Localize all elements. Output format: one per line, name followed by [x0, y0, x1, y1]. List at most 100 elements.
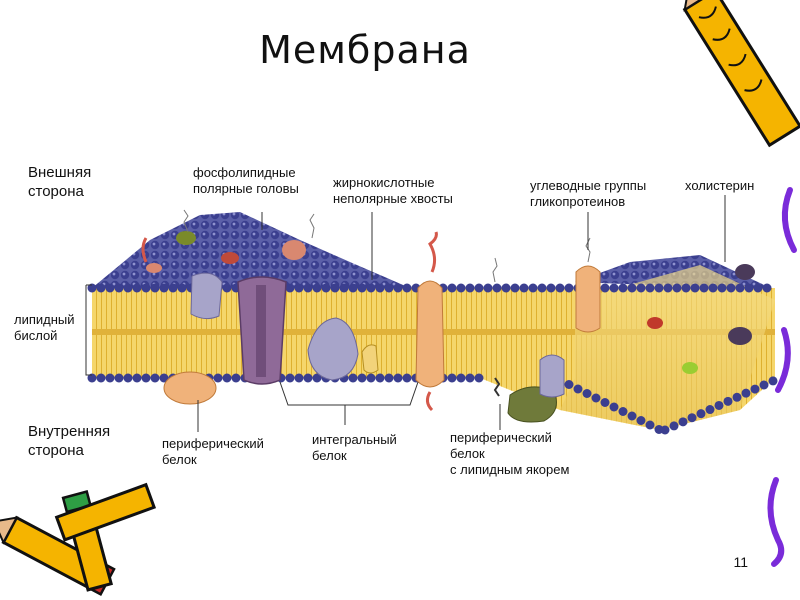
- phospholipid-head: [375, 283, 385, 293]
- phospholipid-head: [285, 283, 295, 293]
- phospholipid-head: [696, 409, 706, 419]
- phospholipid-head: [483, 283, 493, 293]
- decorative-squiggles: [767, 187, 797, 567]
- phospholipid-head: [348, 283, 358, 293]
- phospholipid-head: [726, 283, 736, 293]
- phospholipid-head: [708, 283, 718, 293]
- phospholipid-head: [222, 283, 232, 293]
- phospholipid-head: [591, 393, 601, 403]
- phospholipid-head: [582, 389, 592, 398]
- phospholipid-head: [393, 283, 403, 293]
- phospholipid-head: [222, 373, 232, 383]
- phospholipid-head: [132, 283, 142, 293]
- phospholipid-head: [87, 373, 97, 383]
- phospholipid-head: [123, 373, 133, 383]
- phospholipid-head: [465, 283, 475, 293]
- label-cholesterol: холистерин: [685, 178, 755, 193]
- phospholipid-head: [456, 283, 466, 293]
- page-number: 11: [733, 554, 748, 570]
- phospholipid-head: [321, 283, 331, 293]
- phospholipid-head: [492, 283, 502, 293]
- phospholipid-head: [393, 373, 403, 383]
- phospholipid-head: [618, 283, 628, 293]
- phospholipid-head: [447, 283, 457, 293]
- cholesterol-molecule: [728, 327, 752, 345]
- phospholipid-head: [375, 373, 385, 383]
- phospholipid-head: [384, 283, 394, 293]
- pencils-bottom-left-icon: [0, 482, 157, 597]
- phospholipid-head: [384, 373, 394, 383]
- phospholipid-head: [303, 373, 313, 383]
- phospholipid-head: [114, 373, 124, 383]
- integral-protein-center: [307, 317, 359, 381]
- phospholipid-head: [600, 283, 610, 293]
- phospholipid-head: [123, 283, 133, 293]
- integral-protein-peach: [415, 280, 445, 388]
- phospholipid-head: [312, 283, 322, 293]
- phospholipid-head: [762, 283, 772, 293]
- phospholipid-head: [654, 283, 664, 293]
- phospholipid-head: [678, 417, 688, 427]
- label-carbohydrate-groups: углеводные группы гликопротеинов: [530, 178, 647, 209]
- phospholipid-head: [732, 392, 742, 402]
- phospholipid-head: [744, 283, 754, 293]
- phospholipid-head: [105, 373, 115, 383]
- phospholipid-head: [105, 283, 115, 293]
- phospholipid-head: [663, 283, 673, 293]
- phospholipid-head: [87, 283, 97, 293]
- phospholipid-head: [150, 373, 160, 383]
- phospholipid-head: [636, 416, 646, 425]
- phospholipid-head: [627, 283, 637, 293]
- phospholipid-head: [669, 421, 679, 431]
- phospholipid-head: [687, 413, 697, 423]
- pencil-top-right-icon: [682, 0, 800, 148]
- phospholipid-head: [447, 373, 457, 383]
- phospholipid-head: [705, 405, 715, 415]
- phospholipid-head: [168, 283, 178, 293]
- phospholipid-head: [546, 283, 556, 293]
- phospholipid-head: [465, 373, 475, 383]
- phospholipid-head: [231, 373, 241, 383]
- phospholipid-head: [723, 396, 733, 406]
- phospholipid-head: [555, 283, 565, 293]
- phospholipid-head: [768, 376, 778, 386]
- label-anchored-protein: периферический белок с липидным якорем: [450, 430, 570, 477]
- phospholipid-head: [159, 373, 169, 383]
- phospholipid-head: [402, 373, 412, 383]
- phospholipid-head: [645, 283, 655, 293]
- leader-lines: [85, 195, 726, 432]
- phospholipid-head: [600, 398, 610, 407]
- phospholipid-head: [645, 420, 655, 430]
- phospholipid-head: [330, 283, 340, 293]
- phospholipid-head: [636, 283, 646, 293]
- phospholipid-head: [141, 373, 151, 383]
- phospholipid-head: [564, 380, 574, 389]
- phospholipid-head: [537, 283, 547, 293]
- phospholipid-head: [177, 283, 187, 293]
- phospholipid-head: [96, 373, 106, 383]
- phospholipid-head: [294, 283, 304, 293]
- phospholipid-head: [690, 283, 700, 293]
- phospholipid-head: [714, 400, 724, 410]
- glycoprotein-right: [575, 265, 601, 333]
- phospholipid-head: [150, 283, 160, 293]
- phospholipid-head: [750, 384, 760, 394]
- label-integral-protein: интегральный белок: [312, 432, 397, 463]
- label-peripheral-protein: периферический белок: [162, 436, 264, 467]
- label-inner-side: Внутренняя сторона: [28, 423, 111, 459]
- phospholipid-head: [699, 283, 709, 293]
- phospholipid-head: [339, 283, 349, 293]
- phospholipid-head: [753, 283, 763, 293]
- phospholipid-head: [213, 373, 223, 383]
- phospholipid-head: [294, 373, 304, 383]
- phospholipid-head: [303, 283, 313, 293]
- phospholipid-head: [285, 373, 295, 383]
- phospholipid-head: [474, 373, 484, 383]
- label-phospholipid-heads: фосфолипидные полярные головы: [193, 165, 299, 196]
- phospholipid-head: [519, 283, 529, 293]
- phospholipid-head: [660, 425, 670, 435]
- phospholipid-head: [366, 283, 376, 293]
- phospholipid-head: [618, 407, 628, 416]
- label-outer-side: Внешняя сторона: [28, 164, 92, 200]
